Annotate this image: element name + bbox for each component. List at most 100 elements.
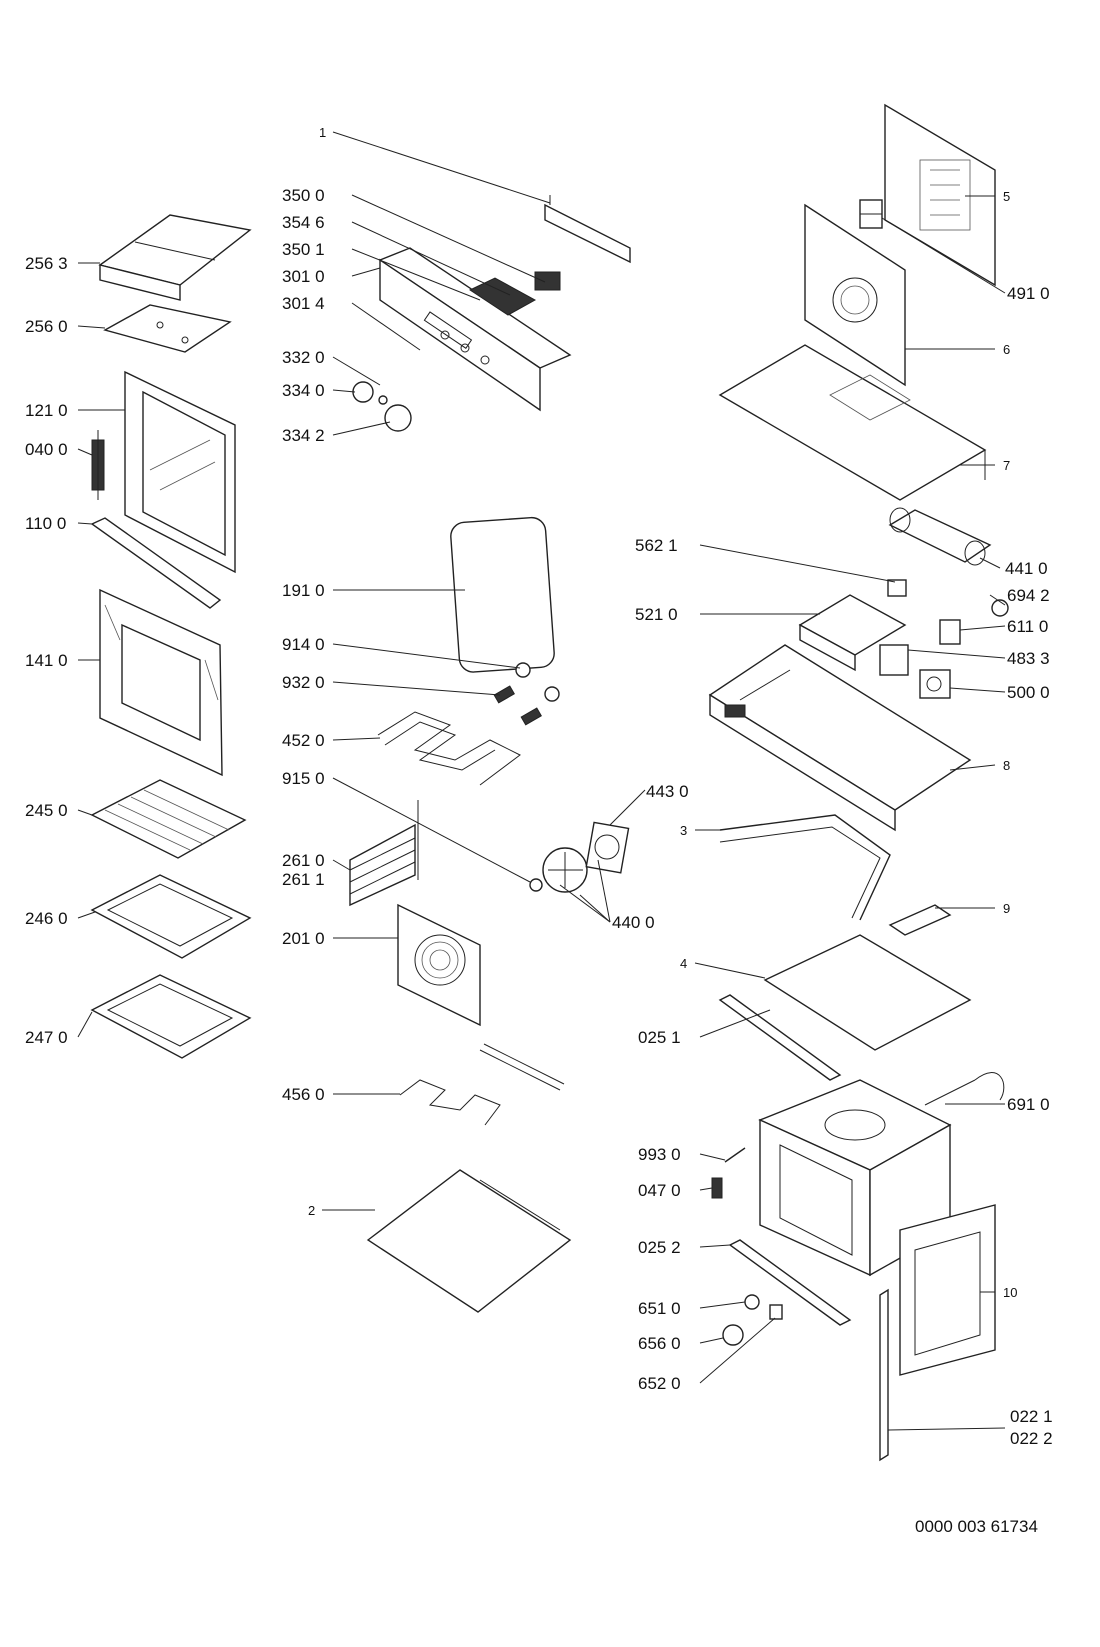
part-lamp-holder <box>991 599 1009 617</box>
label-022-2: 022 2 <box>1010 1429 1053 1448</box>
part-probe <box>924 1072 1005 1106</box>
part-side-rail <box>879 1288 889 1462</box>
label-246-0: 246 0 <box>25 909 68 928</box>
label-915-0: 915 0 <box>282 769 325 788</box>
label-022-1: 022 1 <box>1010 1407 1053 1426</box>
label-261-1: 261 1 <box>282 870 325 889</box>
label-932-0: 932 0 <box>282 673 325 692</box>
part-grill-element <box>377 711 521 786</box>
part-top-panel <box>718 344 987 501</box>
label-440-0: 440 0 <box>612 913 655 932</box>
part-chassis <box>708 644 972 832</box>
label-025-1: 025 1 <box>638 1028 681 1047</box>
part-rail-lower <box>728 1239 852 1326</box>
part-screw <box>724 1147 746 1163</box>
part-transformer <box>859 199 883 229</box>
label-651-0: 651 0 <box>638 1299 681 1318</box>
label-047-0: 047 0 <box>638 1181 681 1200</box>
label-2: 2 <box>308 1203 315 1218</box>
label-456-0: 456 0 <box>282 1085 325 1104</box>
label-9: 9 <box>1003 901 1010 916</box>
part-controls <box>879 644 951 699</box>
label-452-0: 452 0 <box>282 731 325 750</box>
label-483-3: 483 3 <box>1007 649 1050 668</box>
label-10: 10 <box>1003 1285 1017 1300</box>
part-back-wall <box>804 203 906 387</box>
part-small-bracket <box>888 904 952 936</box>
label-245-0: 245 0 <box>25 801 68 820</box>
label-3: 3 <box>680 823 687 838</box>
leader-lines <box>77 131 1006 1431</box>
part-fan-assembly <box>529 821 630 893</box>
label-5: 5 <box>1003 189 1010 204</box>
reference-number: 0000 003 61734 <box>915 1517 1038 1536</box>
label-611-0: 611 0 <box>1007 617 1048 636</box>
part-thermostat-small <box>887 579 907 597</box>
part-bracket <box>544 195 631 264</box>
part-side-runners <box>349 800 419 907</box>
part-hinge <box>91 430 105 500</box>
label-334-2: 334 2 <box>282 426 325 445</box>
part-wire-rack <box>90 779 247 859</box>
label-332-0: 332 0 <box>282 348 325 367</box>
label-350-0: 350 0 <box>282 186 325 205</box>
label-441-0: 441 0 <box>1005 559 1048 578</box>
label-521-0: 521 0 <box>635 605 678 624</box>
label-025-2: 025 2 <box>638 1238 681 1257</box>
part-door-strip <box>90 517 222 609</box>
part-electronic-module <box>468 271 561 316</box>
part-component-bracket <box>798 594 907 672</box>
part-front-frame <box>719 814 891 921</box>
label-354-6: 354 6 <box>282 213 325 232</box>
part-baking-tray <box>90 874 252 959</box>
part-lamp-assembly <box>722 1294 783 1346</box>
label-691-0: 691 0 <box>1007 1095 1050 1114</box>
part-side-panel <box>899 1204 996 1376</box>
label-500-0: 500 0 <box>1007 683 1050 702</box>
part-base-plate <box>763 934 972 1051</box>
label-656-0: 656 0 <box>638 1334 681 1353</box>
label-4: 4 <box>680 956 687 971</box>
part-lamp-parts <box>493 662 560 726</box>
part-door-frame <box>124 370 236 574</box>
label-694-2: 694 2 <box>1007 586 1050 605</box>
label-256-0: 256 0 <box>25 317 68 336</box>
part-oven-cavity <box>758 1079 952 1277</box>
label-6: 6 <box>1003 342 1010 357</box>
label-8: 8 <box>1003 758 1010 773</box>
part-rear-panel <box>884 103 996 287</box>
label-914-0: 914 0 <box>282 635 325 654</box>
part-latch <box>711 1177 723 1199</box>
part-knobs <box>352 381 412 432</box>
label-040-0: 040 0 <box>25 440 68 459</box>
label-443-0: 443 0 <box>646 782 689 801</box>
part-rail-upper <box>718 994 842 1081</box>
part-labels: 1 350 0 354 6 350 1 301 0 301 4 332 0 33… <box>25 125 1053 1536</box>
label-301-4: 301 4 <box>282 294 325 313</box>
label-562-1: 562 1 <box>635 536 678 555</box>
part-fan-cover <box>397 903 481 1027</box>
label-301-0: 301 0 <box>282 267 325 286</box>
label-191-0: 191 0 <box>282 581 325 600</box>
part-deep-tray <box>90 974 252 1059</box>
label-110-0: 110 0 <box>25 514 66 533</box>
part-bottom-plate <box>366 1169 572 1313</box>
label-141-0: 141 0 <box>25 651 68 670</box>
part-control-panel <box>378 247 572 412</box>
part-door-gasket <box>450 516 555 673</box>
label-121-0: 121 0 <box>25 401 68 420</box>
part-lower-element <box>399 1043 565 1126</box>
part-top-cover <box>98 214 252 301</box>
label-201-0: 201 0 <box>282 929 325 948</box>
part-outer-glass <box>99 588 223 777</box>
part-cover-plate <box>103 304 232 353</box>
label-247-0: 247 0 <box>25 1028 68 1047</box>
label-7: 7 <box>1003 458 1010 473</box>
label-334-0: 334 0 <box>282 381 325 400</box>
label-256-3: 256 3 <box>25 254 68 273</box>
label-261-0: 261 0 <box>282 851 325 870</box>
label-652-0: 652 0 <box>638 1374 681 1393</box>
part-switch <box>939 619 961 645</box>
label-993-0: 993 0 <box>638 1145 681 1164</box>
